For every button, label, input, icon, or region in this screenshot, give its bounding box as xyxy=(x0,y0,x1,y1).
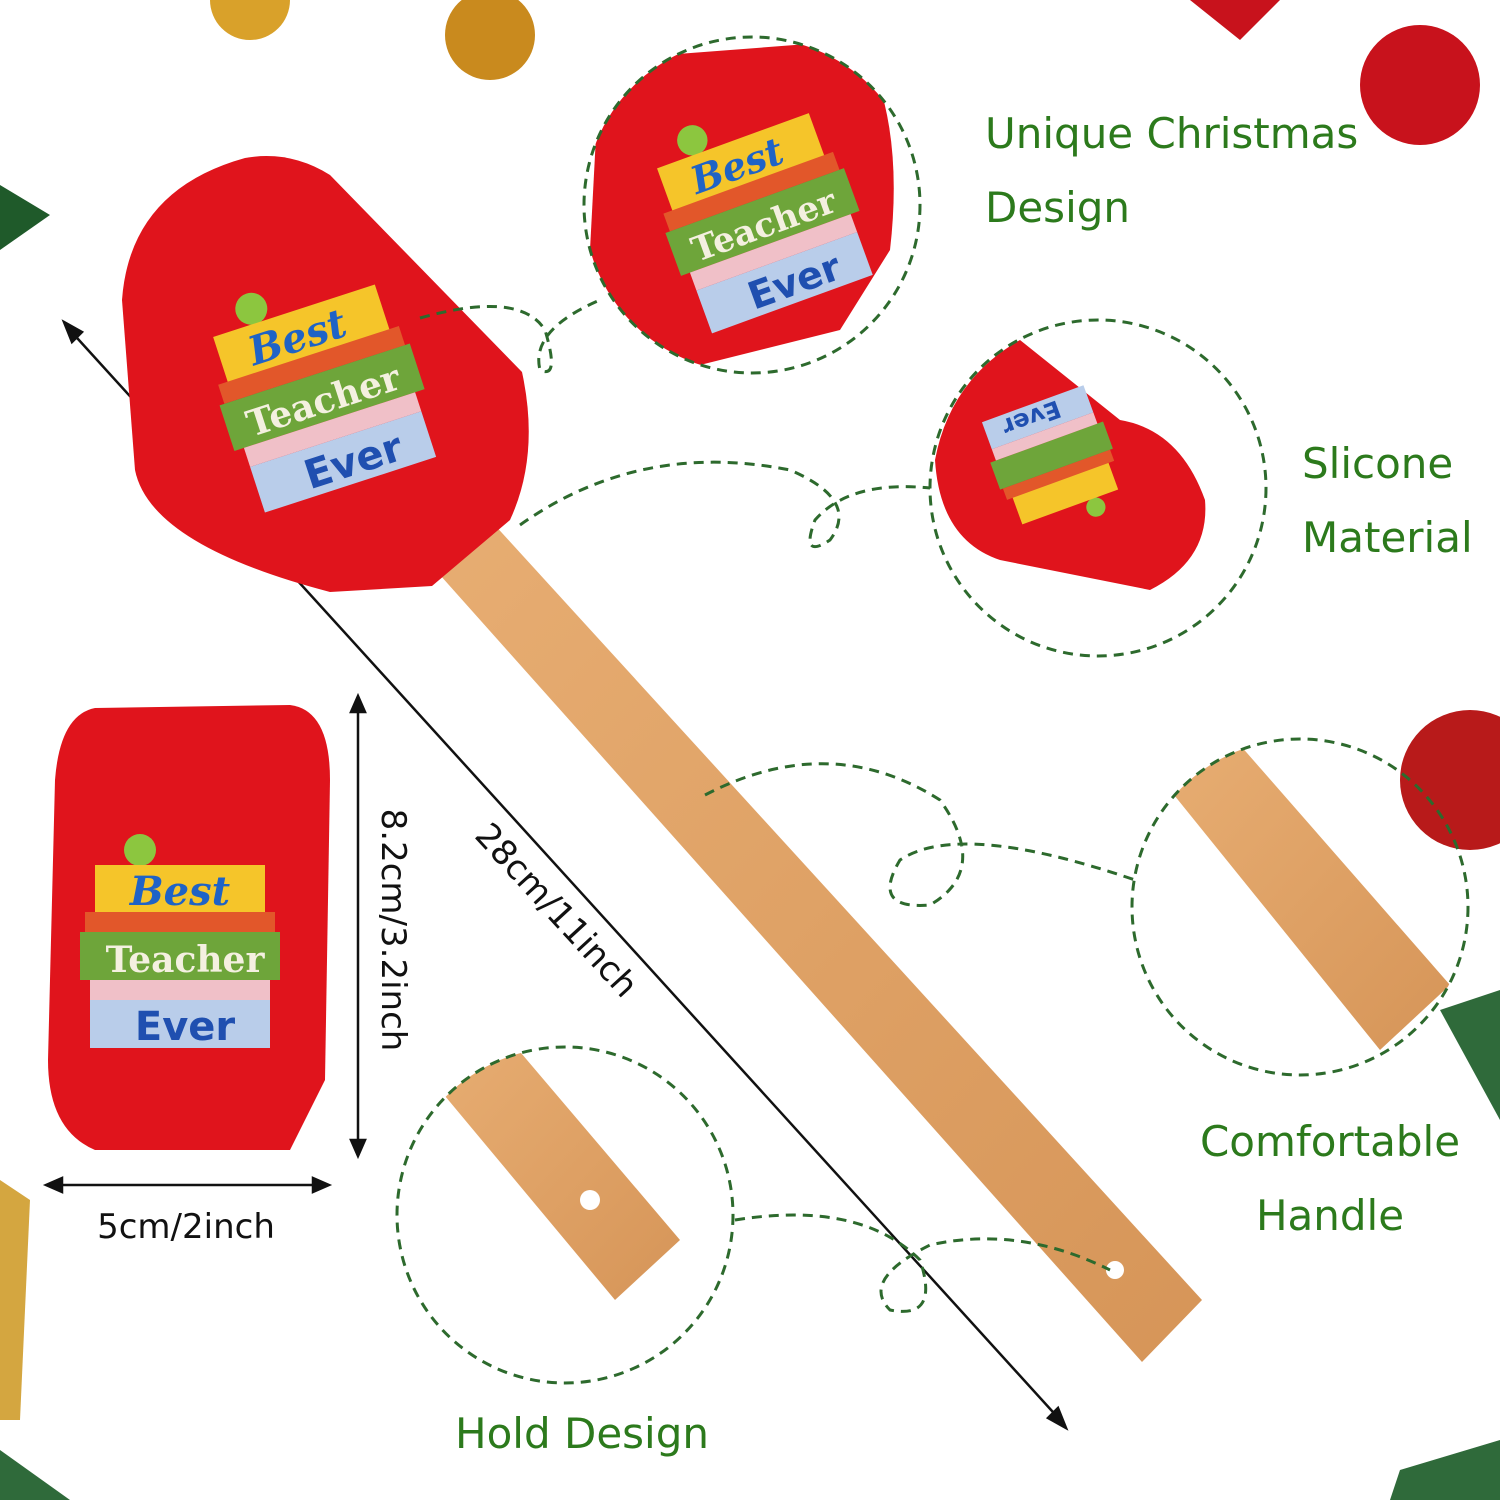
detail-circle-design: Best Teacher Ever xyxy=(419,35,922,375)
spatula-head-front-view: Best Teacher Ever xyxy=(48,705,330,1150)
wooden-handle xyxy=(440,522,1202,1362)
height-dimension xyxy=(349,692,367,1160)
height-label: 8.2cm/3.2inch xyxy=(373,809,413,1052)
width-label: 5cm/2inch xyxy=(97,1207,275,1247)
hanging-hole xyxy=(1106,1261,1124,1279)
feature-handle-line1: Comfortable xyxy=(1200,1117,1460,1166)
detail-circle-handle xyxy=(704,737,1470,1077)
length-label: 28cm/11inch xyxy=(467,816,646,1006)
feature-handle-line2: Handle xyxy=(1256,1191,1404,1240)
feature-christmas-line2: Design xyxy=(985,183,1130,232)
feature-hold-design: Hold Design xyxy=(455,1409,709,1458)
feature-christmas-line1: Unique Christmas xyxy=(985,109,1358,158)
print-teacher: Teacher xyxy=(106,939,266,981)
feature-material-line2: Material xyxy=(1302,513,1473,562)
detail-circle-hold xyxy=(395,1045,1111,1385)
print-best: Best xyxy=(129,868,231,915)
front-print: Best Teacher Ever xyxy=(80,834,280,1050)
main-spatula: Best Teacher Ever xyxy=(122,156,1202,1362)
print-ever: Ever xyxy=(135,1004,236,1050)
feature-material-line1: Slicone xyxy=(1302,439,1453,488)
detail-circle-material: Ever xyxy=(519,318,1268,658)
width-dimension xyxy=(42,1176,333,1194)
